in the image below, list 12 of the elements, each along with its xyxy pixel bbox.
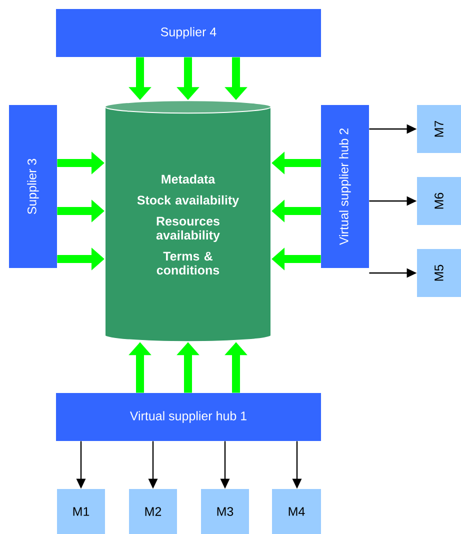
supplier-box: Supplier 4 (56, 9, 321, 57)
hub-box: Virtual supplier hub 2 (321, 105, 369, 268)
module-box: M6 (417, 177, 461, 225)
module-box: M1 (57, 489, 105, 534)
module-box: M2 (129, 489, 177, 534)
module-box: M5 (417, 249, 461, 297)
hub-box: Virtual supplier hub 1 (56, 393, 321, 441)
module-box: M7 (417, 105, 461, 153)
module-box: M4 (272, 489, 321, 534)
database-cylinder: Metadata Stock availability Resources availability Terms & conditions (104, 100, 272, 342)
supplier-box: Supplier 3 (9, 105, 57, 268)
module-box: M3 (201, 489, 249, 534)
